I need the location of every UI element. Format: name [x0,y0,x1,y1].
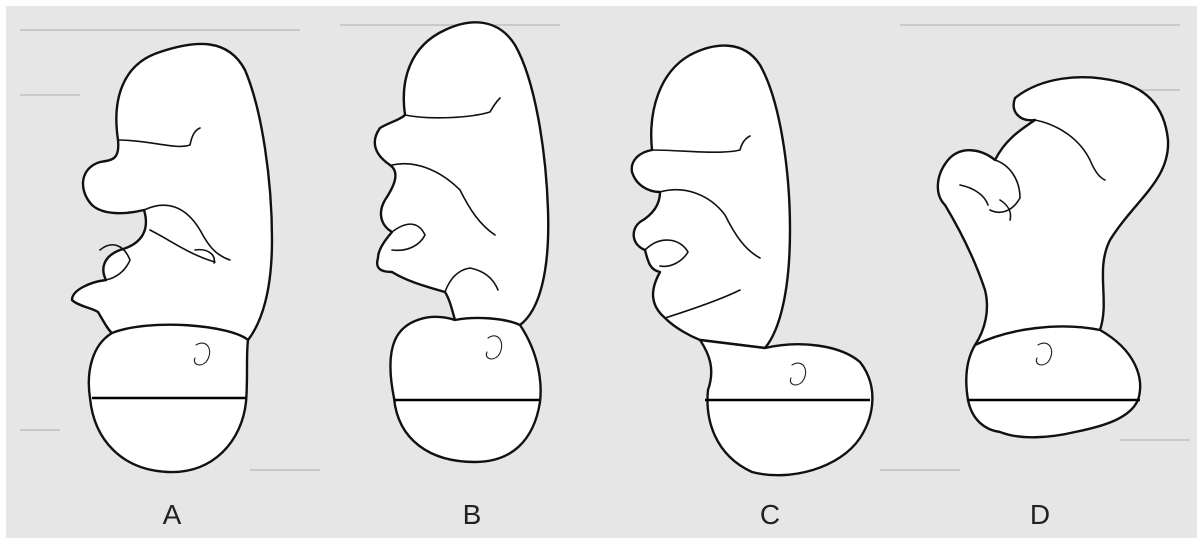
panel-label-a: A [152,500,192,530]
fetus-d-body [938,77,1168,345]
fetus-figure-d [938,77,1168,437]
panel-label-c: C [750,500,790,530]
fetus-a-body [72,44,272,340]
fetus-c-head [700,340,872,475]
fetus-d-head [966,326,1140,437]
panel-label-b: B [452,500,492,530]
fetus-b-head [390,317,540,462]
fetus-figure-a [72,44,272,472]
panel-label-d: D [1020,500,1060,530]
fetus-figure-c [632,46,873,476]
fetus-figure-b [375,22,548,462]
fetus-b-body [375,22,548,325]
